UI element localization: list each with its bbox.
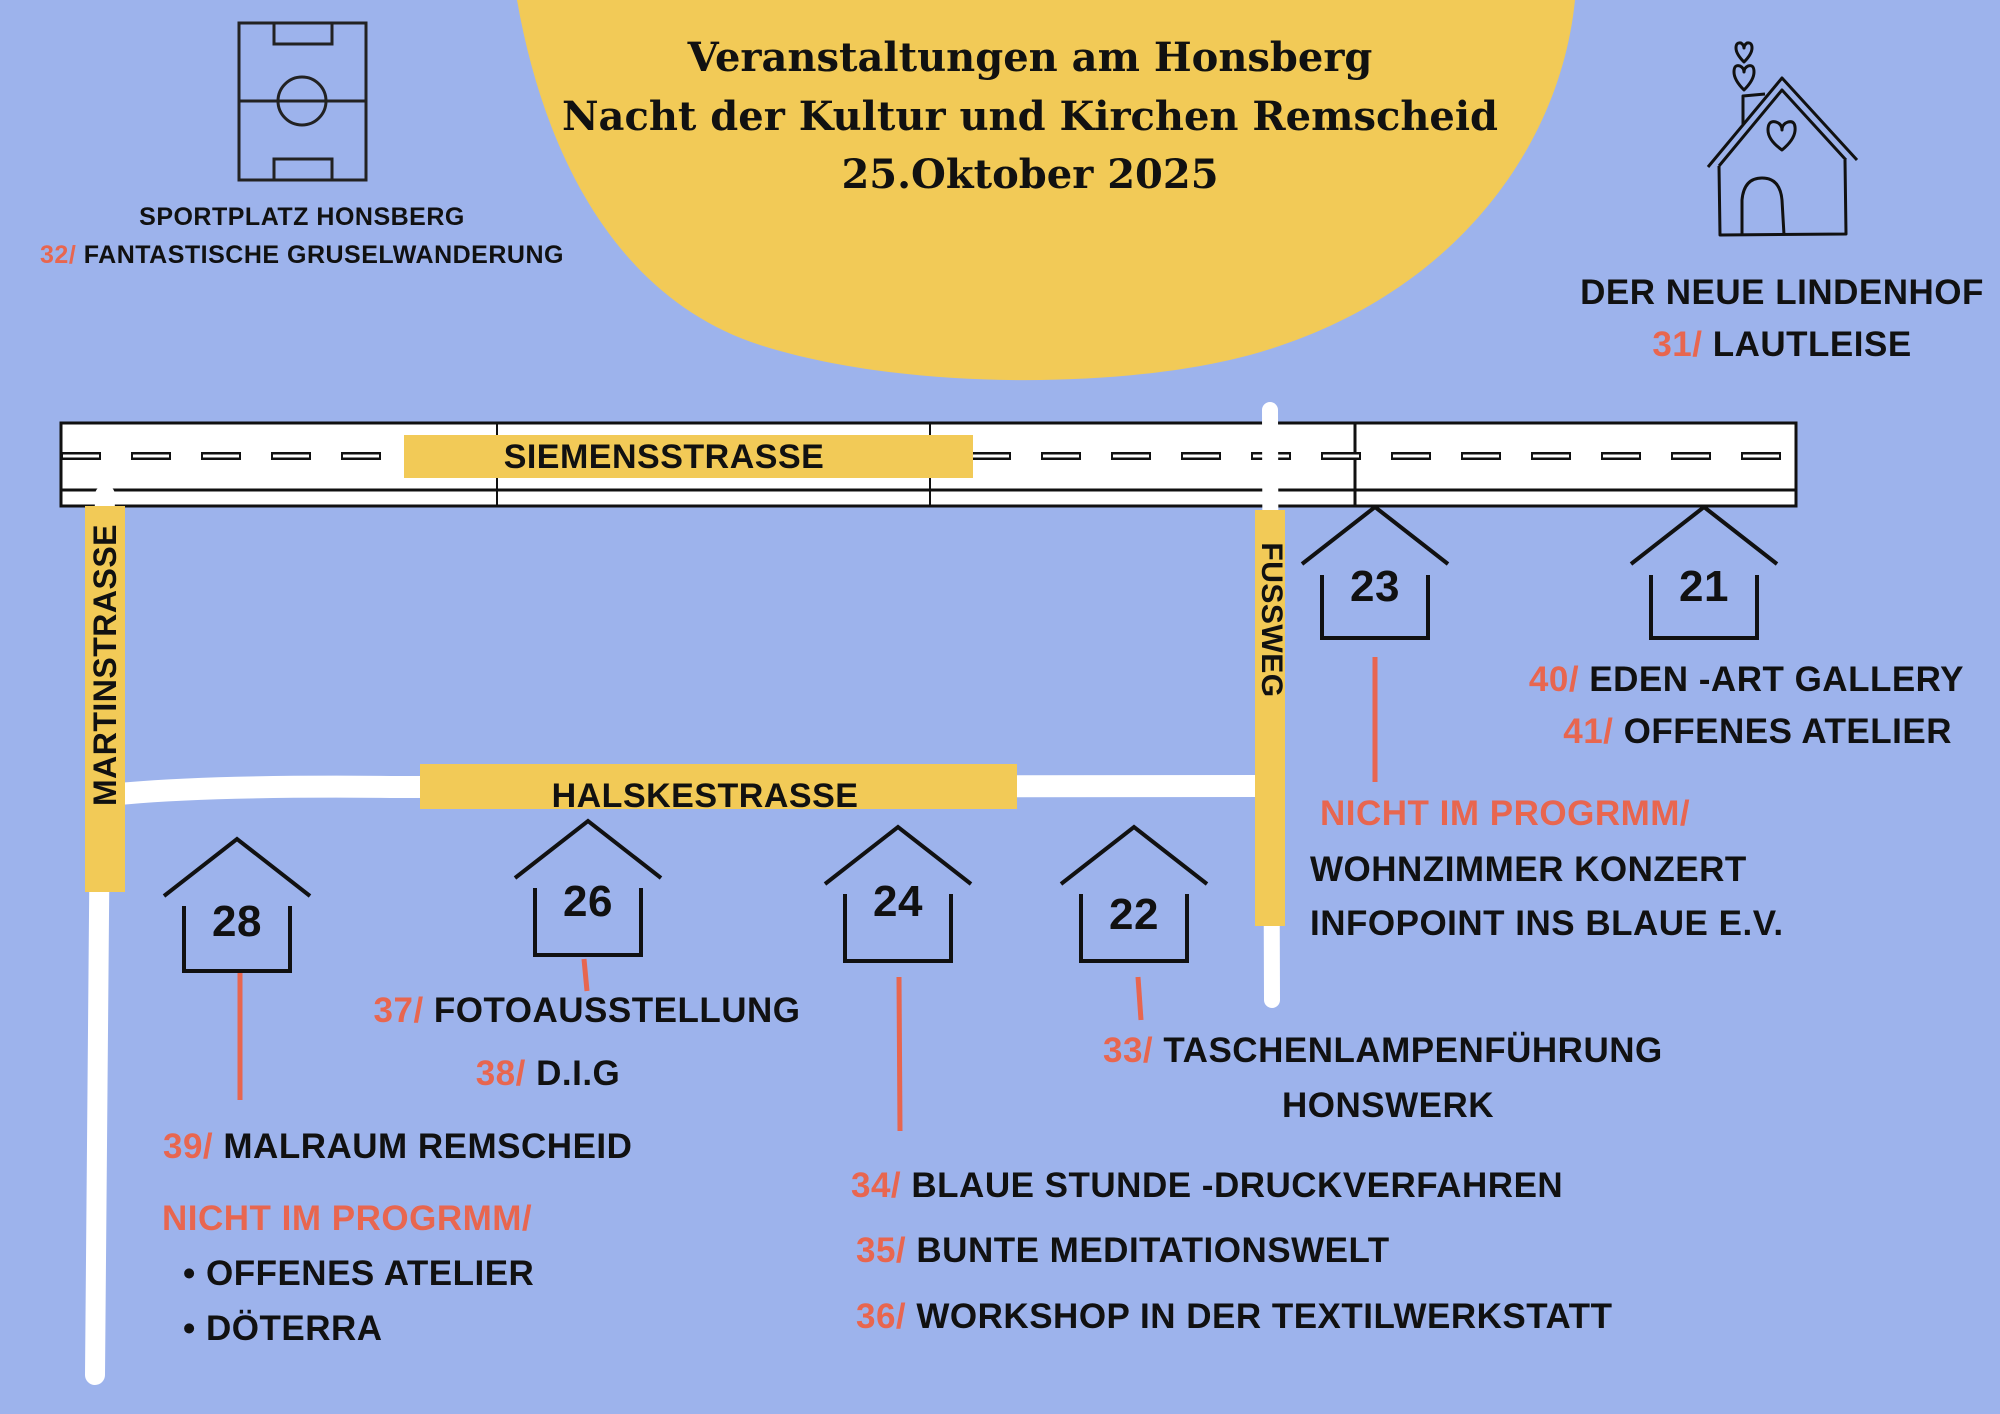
- house-number-23: 23: [1350, 562, 1400, 611]
- house-icon-24: [823, 824, 973, 963]
- house-number-26: 26: [563, 877, 613, 926]
- event-37: 37/ FOTOAUSSTELLUNG: [373, 991, 801, 1030]
- house28-note: NICHT IM PROGRMM/: [162, 1199, 533, 1238]
- house-with-hearts-icon: [1706, 41, 1859, 237]
- event-41: 41/ OFFENES ATELIER: [1563, 712, 1952, 751]
- house-number-24: 24: [873, 877, 923, 926]
- title-line-1: Veranstaltungen am Honsberg: [687, 34, 1373, 81]
- house-number-28: 28: [212, 897, 262, 946]
- house-number-22: 22: [1109, 890, 1159, 939]
- title-line-2: Nacht der Kultur und Kirchen Remscheid: [561, 93, 1499, 140]
- fussweg-label: FUSSWEG: [1255, 542, 1288, 698]
- house-icon-23: [1300, 504, 1450, 640]
- house23-note: NICHT IM PROGRMM/: [1320, 794, 1691, 833]
- house23-item-1: WOHNZIMMER KONZERT: [1310, 850, 1747, 889]
- sportplatz-name: SPORTPLATZ HONSBERG: [139, 203, 465, 231]
- house-icon-28: [162, 836, 312, 973]
- event-38: 38/ D.I.G: [475, 1054, 621, 1093]
- fussweg-label-bg: [1255, 510, 1285, 926]
- halskestrasse-label: HALSKESTRASSE: [551, 777, 859, 815]
- halskestrasse-label-bg: [420, 764, 1017, 809]
- soccer-field-icon: [237, 21, 368, 182]
- halskestrasse-road: [99, 775, 1273, 806]
- event-40: 40/ EDEN -ART GALLERY: [1528, 660, 1964, 699]
- martinstrasse-label-bg: [85, 506, 125, 892]
- siemensstrasse-label-bg: [404, 435, 973, 478]
- event-39: 39/ MALRAUM REMSCHEID: [163, 1127, 633, 1166]
- house-icon-26: [513, 818, 663, 957]
- lindenhof-event: 31/ LAUTLEISE: [1652, 325, 1912, 364]
- event-36: 36/ WORKSHOP IN DER TEXTILWERKSTATT: [856, 1297, 1613, 1336]
- house-icon-22: [1059, 824, 1209, 963]
- house28-item-1: • OFFENES ATELIER: [183, 1254, 535, 1293]
- siemensstrasse-label: SIEMENSSTRASSE: [503, 438, 825, 476]
- event-33-line-2: HONSWERK: [1281, 1086, 1495, 1125]
- house-icon-21: [1629, 504, 1779, 640]
- house28-item-2: • DÖTERRA: [183, 1309, 383, 1348]
- lindenhof-name: DER NEUE LINDENHOF: [1580, 273, 1984, 312]
- title-line-3: 25.Oktober 2025: [841, 151, 1219, 198]
- house23-item-2: INFOPOINT INS BLAUE E.V.: [1310, 904, 1784, 943]
- connector-lines: [237, 657, 1378, 1132]
- title-blob: [517, 0, 1575, 381]
- sportplatz-event: 32/ FANTASTISCHE GRUSELWANDERUNG: [40, 241, 564, 269]
- event-35: 35/ BUNTE MEDITATIONSWELT: [856, 1231, 1390, 1270]
- house-number-21: 21: [1679, 562, 1729, 611]
- martinstrasse-label: MARTINSTRASSE: [87, 523, 123, 807]
- event-34: 34/ BLAUE STUNDE -DRUCKVERFAHREN: [851, 1166, 1564, 1205]
- event-33: 33/ TASCHENLAMPENFÜHRUNG: [1103, 1031, 1663, 1070]
